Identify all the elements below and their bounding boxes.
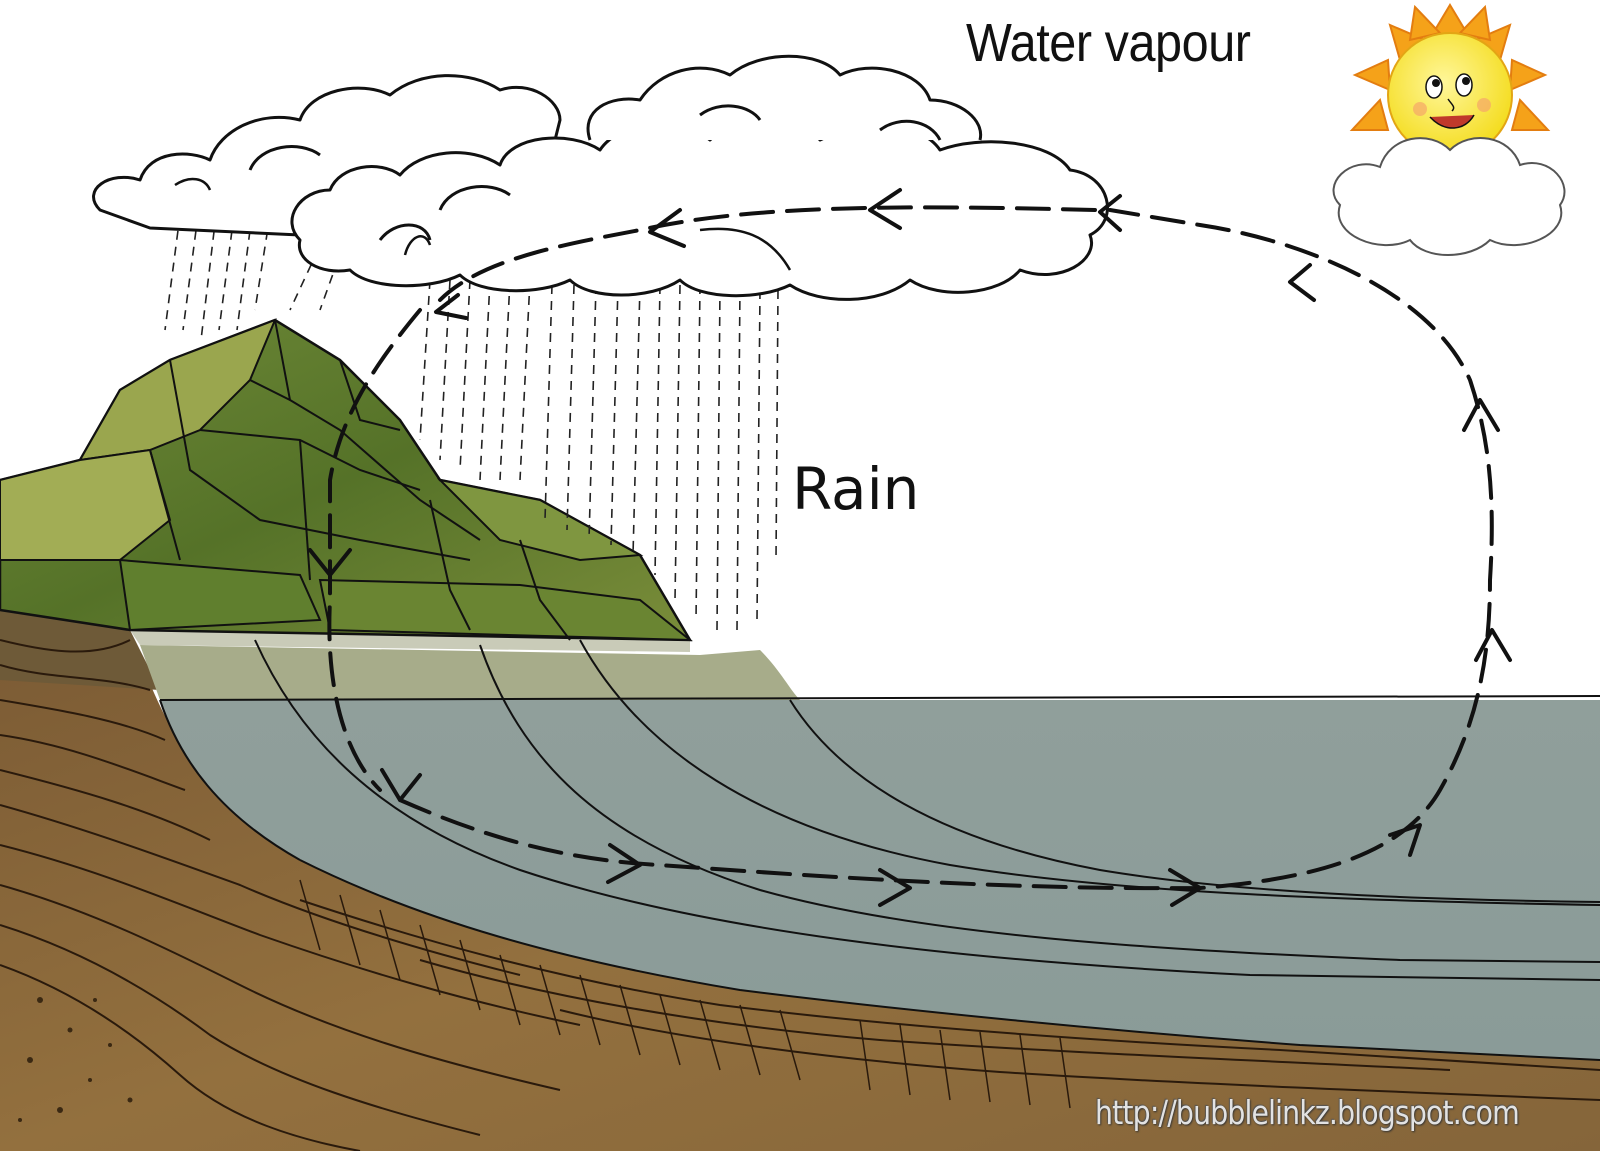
- mountain: [0, 318, 693, 642]
- label-rain: Rain: [792, 455, 920, 523]
- cloud-detail-lines: [174, 177, 792, 271]
- watermark-url: http://bubblelinkz.blogspot.com: [1095, 1093, 1520, 1132]
- cloud-icon: [92, 54, 1109, 301]
- smiling-sun-icon: [1332, 3, 1566, 256]
- arrow-heads: [308, 188, 1512, 907]
- label-water-vapour: Water vapour: [966, 13, 1251, 73]
- dashed-flow-arrow: [327, 205, 1494, 891]
- rain-streaks: [164, 214, 779, 631]
- soil-layers: [0, 610, 1600, 1151]
